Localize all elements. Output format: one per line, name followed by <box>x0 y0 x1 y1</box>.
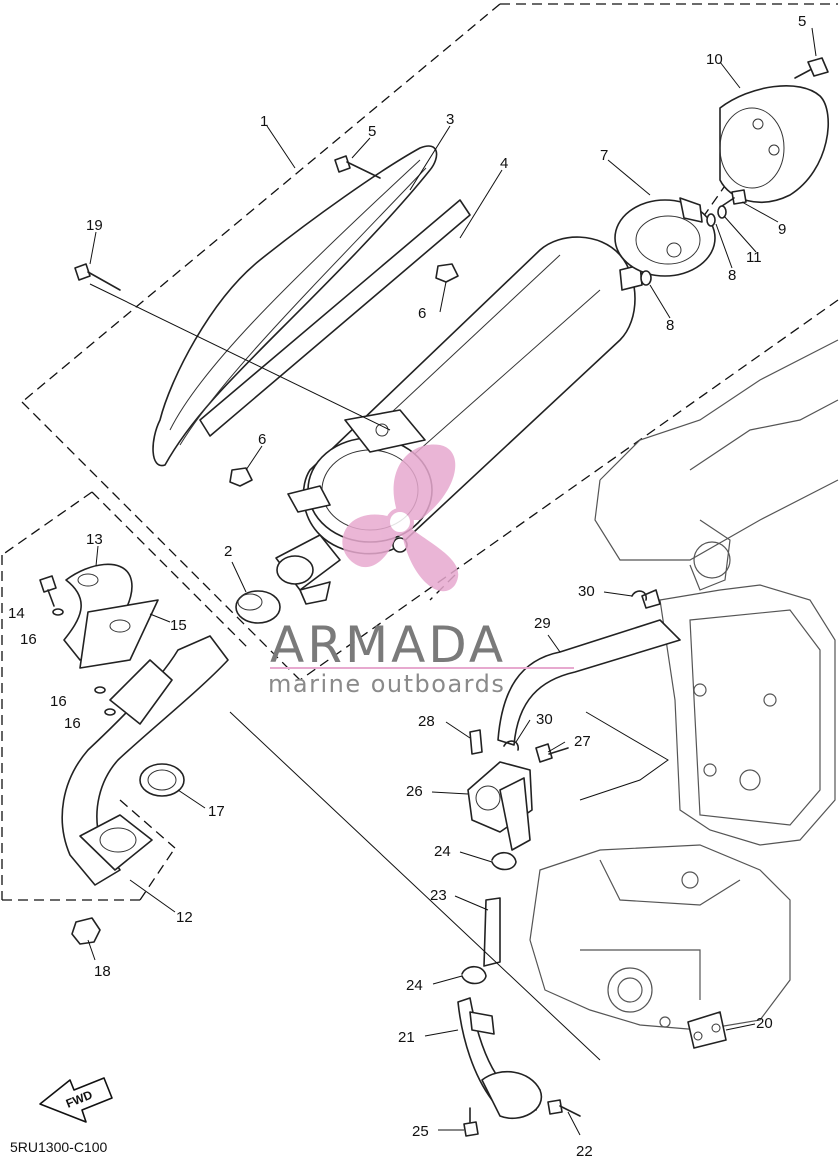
callout-22: 22 <box>576 1143 593 1156</box>
callout-labels: 1 2 3 4 5 5 6 6 7 8 8 9 10 11 12 13 14 1… <box>8 13 806 1156</box>
drawing-code: 5RU1300-C100 <box>10 1139 107 1155</box>
callout-10: 10 <box>706 51 723 68</box>
callout-14: 14 <box>8 605 25 622</box>
bracket-16-14 <box>39 575 173 725</box>
callout-6: 6 <box>418 305 426 322</box>
engine-outline <box>529 339 839 1031</box>
end-cap-7 <box>614 197 716 277</box>
hose-23 <box>483 897 501 967</box>
callout-27: 27 <box>574 733 591 750</box>
callout-4: 4 <box>500 155 508 172</box>
leader-lines <box>87 27 817 1136</box>
pipe-21 <box>457 997 543 1120</box>
callout-16: 16 <box>20 631 37 648</box>
callout-17: 17 <box>208 803 225 820</box>
bolts-22-25 <box>463 1099 581 1137</box>
callout-20: 20 <box>756 1015 773 1032</box>
hose-29 <box>497 589 681 746</box>
gasket-2 <box>235 590 281 624</box>
fwd-arrow-icon: FWD <box>39 1077 113 1123</box>
callout-24: 24 <box>434 843 451 860</box>
exhaust-pipe-12 <box>61 635 229 886</box>
callout-13: 13 <box>86 531 103 548</box>
cover-10 <box>719 85 830 203</box>
callout-11: 11 <box>746 249 762 266</box>
callout-9: 9 <box>778 221 786 238</box>
air-valve-26 <box>467 761 533 851</box>
callout-15: 15 <box>170 617 187 634</box>
callout-26: 26 <box>406 783 423 800</box>
fasteners <box>74 57 829 487</box>
group-boundary-lines <box>1 3 839 901</box>
nut-18 <box>71 917 101 945</box>
callout-19: 19 <box>86 217 103 234</box>
callout-30b: 30 <box>536 711 553 728</box>
propeller-watermark <box>342 444 459 592</box>
callout-21: 21 <box>398 1029 415 1046</box>
callout-25: 25 <box>412 1123 429 1140</box>
callout-5b: 5 <box>798 13 806 30</box>
gasket-20 <box>687 1011 727 1049</box>
callout-5: 5 <box>368 123 376 140</box>
callout-1: 1 <box>260 113 268 130</box>
watermark-tagline: marine outboards <box>268 670 505 698</box>
heat-shield-13 <box>63 563 159 669</box>
muffler-assembly <box>152 145 643 555</box>
callout-29: 29 <box>534 615 551 632</box>
gasket-17 <box>139 763 185 797</box>
callout-18: 18 <box>94 963 111 980</box>
callout-16b: 16 <box>50 693 67 710</box>
fittings-27-28 <box>469 729 569 763</box>
callout-8: 8 <box>728 267 736 284</box>
callout-12: 12 <box>176 909 193 926</box>
callout-24b: 24 <box>406 977 423 994</box>
clamp-joint <box>275 534 341 605</box>
watermark-brand: ARMADA <box>270 616 506 674</box>
callout-30: 30 <box>578 583 595 600</box>
callout-23: 23 <box>430 887 447 904</box>
callout-8b: 8 <box>666 317 674 334</box>
callout-2: 2 <box>224 543 232 560</box>
callout-16c: 16 <box>64 715 81 732</box>
callout-6b: 6 <box>258 431 266 448</box>
armada-watermark: ARMADA marine outboards <box>268 616 574 698</box>
callout-3: 3 <box>446 111 454 128</box>
callout-28: 28 <box>418 713 435 730</box>
clips-24-30 <box>461 590 647 985</box>
callout-7: 7 <box>600 147 608 164</box>
